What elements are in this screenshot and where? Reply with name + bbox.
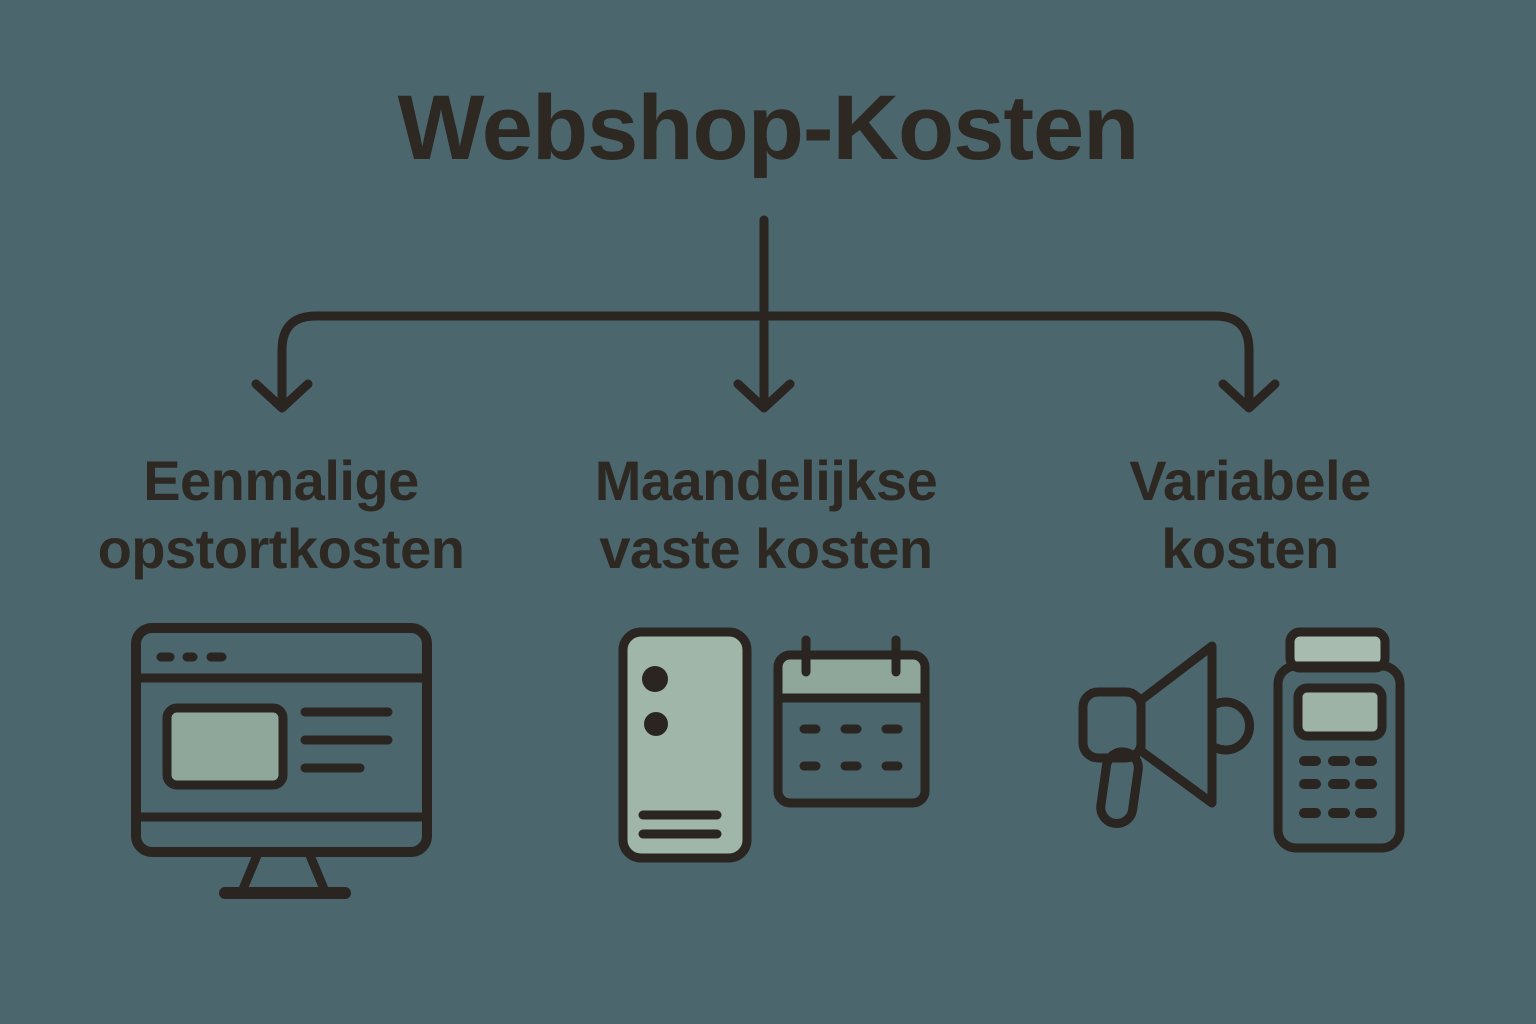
monitor-frame: [131, 623, 432, 857]
server-tower-icon: [618, 627, 752, 863]
megaphone-handle: [1096, 747, 1143, 828]
label-line: vaste kosten: [599, 517, 933, 580]
browser-monitor-icon: [131, 623, 432, 899]
megaphone-icon: [1078, 641, 1255, 828]
server-body: [618, 627, 752, 863]
monitor-stand-leg: [238, 848, 263, 894]
terminal-display: [1293, 683, 1387, 741]
calendar-header-fill: [778, 655, 925, 698]
calendar-icon: [773, 635, 930, 808]
terminal-body: [1273, 661, 1405, 853]
megaphone-cone: [1136, 641, 1217, 808]
branch-label-one-time-setup: Eenmalige opstortkosten: [31, 447, 531, 583]
diagram-title: Webshop-Kosten: [397, 77, 1140, 179]
branch-label-variable: Variabele kosten: [1000, 447, 1500, 583]
label-line: opstortkosten: [97, 517, 465, 580]
server-button-dot: [644, 712, 668, 736]
calendar-body: [773, 650, 930, 808]
branch-bracket: [277, 311, 1254, 403]
right-arrow-head: [1218, 379, 1280, 413]
megaphone-sound-arc: [1211, 697, 1255, 755]
page-image-placeholder: [162, 703, 288, 790]
monitor-stand-leg: [304, 848, 329, 894]
card-terminal-icon: [1273, 627, 1405, 853]
megaphone-mouth-box: [1078, 687, 1146, 763]
label-line: Maandelijkse: [594, 449, 938, 512]
branch-label-monthly-fixed: Maandelijkse vaste kosten: [516, 447, 1016, 583]
label-line: kosten: [1161, 517, 1339, 580]
left-arrow-head: [251, 379, 313, 413]
server-button-dot: [642, 666, 668, 692]
center-arrow-head: [733, 379, 795, 413]
label-line: Eenmalige: [143, 449, 419, 512]
label-line: Variabele: [1129, 449, 1371, 512]
